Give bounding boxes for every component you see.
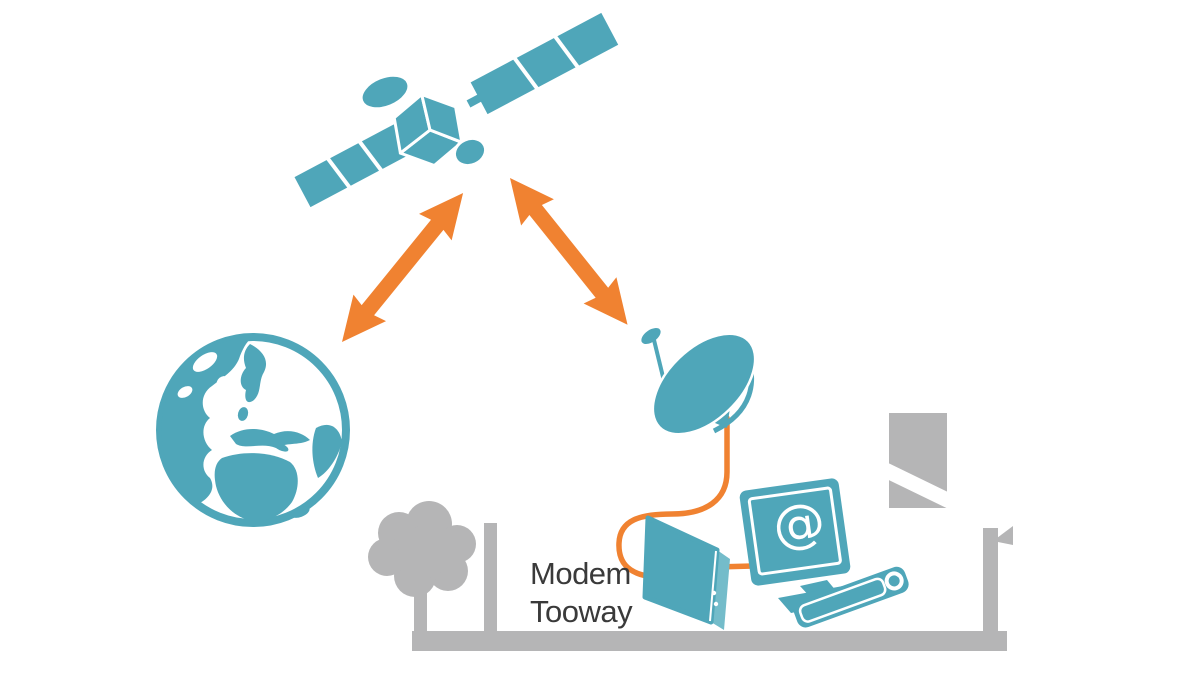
house-icon <box>412 413 1015 651</box>
modem-led <box>713 601 719 607</box>
modem-front-face <box>642 515 720 625</box>
iceland-landmass <box>177 386 193 398</box>
keyboard-body <box>793 566 909 628</box>
italy-landmass <box>273 442 289 452</box>
island-landmass <box>216 376 228 386</box>
left-wall <box>484 523 497 651</box>
keyboard-trackball <box>884 571 904 591</box>
roof-outline <box>447 421 1015 541</box>
keyboard-icon <box>793 566 909 628</box>
at-symbol: @ <box>769 491 829 558</box>
satellite-icon <box>294 12 619 208</box>
tree-icon <box>368 501 476 648</box>
modem-led <box>711 590 717 596</box>
scandinavia-landmass <box>240 344 267 403</box>
modem-label-line1: Modem <box>530 556 631 591</box>
britain-landmass <box>237 407 249 421</box>
dish-feed-head <box>641 328 661 344</box>
greenland-landmass <box>192 352 218 372</box>
modem-icon <box>642 515 730 630</box>
tree-crown <box>368 501 476 597</box>
monitor-bezel <box>739 478 851 586</box>
modem-label-line2: Tooway <box>530 594 633 629</box>
uplink-arrow-icon <box>342 192 464 342</box>
downlink-arrow-icon <box>510 178 628 325</box>
dish-reflector <box>651 332 757 436</box>
africa-landmass <box>214 453 298 522</box>
satellite-body <box>392 93 464 167</box>
monitor-head: @ <box>739 478 851 586</box>
europe-landmass <box>230 429 310 448</box>
atlantic-ocean <box>161 337 253 504</box>
modem-label: Modem Tooway <box>530 556 634 629</box>
satellite-dish-icon <box>641 328 757 436</box>
earth-globe-icon <box>156 333 350 527</box>
arabia-landmass <box>312 424 342 478</box>
keyboard-keys-outline <box>798 577 887 623</box>
cable-dish-to-modem <box>616 415 730 580</box>
satellite-antenna-dish <box>359 73 411 111</box>
monitor-screen-outline <box>747 486 842 576</box>
south-landmass <box>290 506 310 518</box>
satellite-feed-horn <box>452 136 488 168</box>
modem-edge-highlight <box>709 550 717 622</box>
floor <box>412 631 1007 651</box>
right-solar-wing <box>470 12 619 115</box>
left-solar-wing <box>294 122 413 208</box>
right-wall <box>983 528 998 651</box>
satellite-wings <box>294 12 619 208</box>
